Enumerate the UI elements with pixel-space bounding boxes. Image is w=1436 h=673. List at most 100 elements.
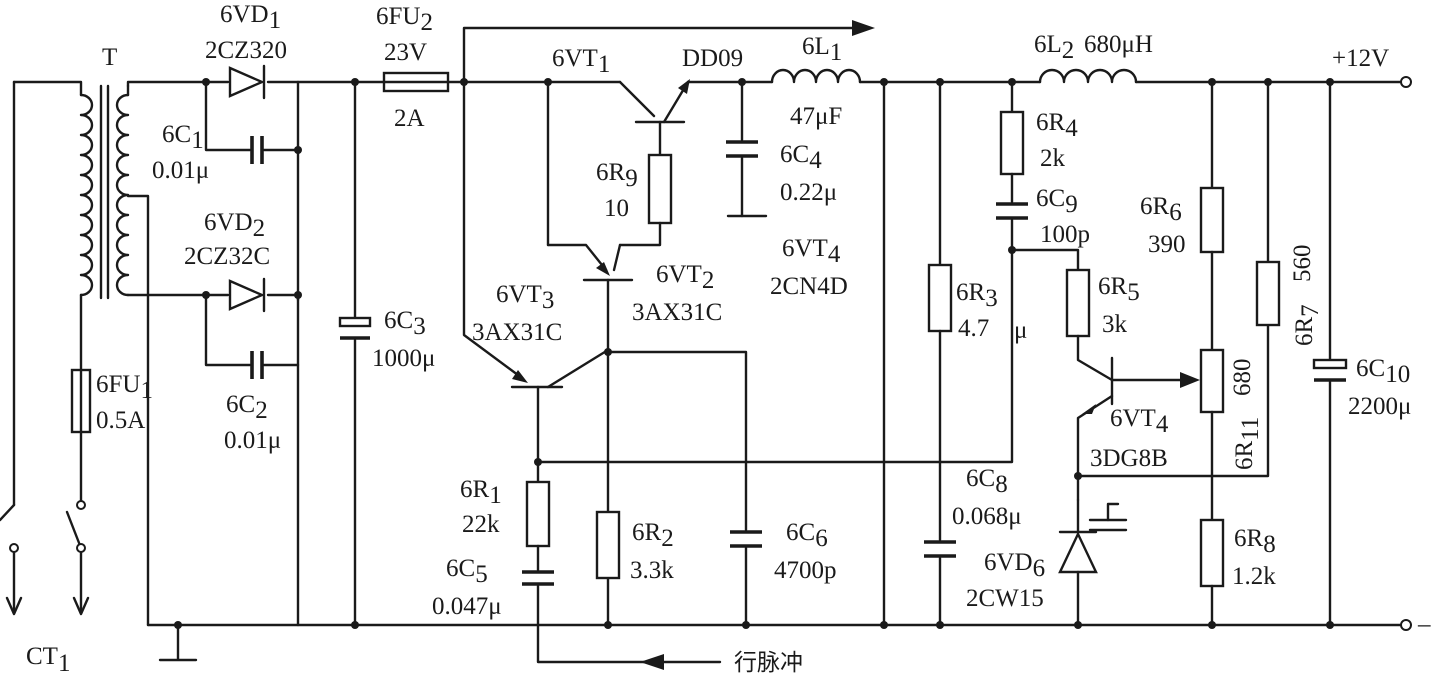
- fu2-voltage: 23V: [384, 39, 427, 66]
- inductor-6l1: 6L1 47μF: [770, 33, 1042, 130]
- r5-value: 3k: [1102, 311, 1128, 338]
- transistor-6vt3: 6VT3 3AX31C: [472, 281, 610, 464]
- resistor-6r7: 6R7 560: [1255, 80, 1324, 346]
- capacitor-6c2: 6C2 0.01μ: [204, 293, 300, 454]
- ground-stub: [158, 623, 198, 662]
- vd6-ref: 6VD6: [984, 549, 1045, 582]
- transistor-6vt1: 6VT1 DD09: [546, 45, 774, 247]
- c5-value: 0.047μ: [432, 593, 502, 620]
- diode-6vd2: 6VD2 2CZ32C: [146, 209, 300, 313]
- l2-ref: 6L2: [1034, 31, 1074, 64]
- arrow-top-feedback: [462, 20, 875, 84]
- fu2-rating: 2A: [394, 105, 425, 132]
- output-negative-label: –: [1417, 611, 1431, 638]
- c8-ref: 6C8: [966, 465, 1008, 498]
- vt3-ref: 6VT3: [496, 281, 554, 314]
- c4-value: 0.22μ: [780, 179, 837, 206]
- diode-6vd1: 6VD1 2CZ320: [205, 1, 287, 100]
- switch-left: [0, 80, 23, 616]
- r7-ref: 6R7: [1291, 304, 1324, 346]
- r2-ref: 6R2: [632, 519, 674, 552]
- c9-value: 100p: [1040, 221, 1090, 248]
- r1-value: 22k: [462, 511, 500, 538]
- r11-ref: 6R11: [1231, 417, 1264, 470]
- resistor-6r6: 6R6 390: [1140, 80, 1225, 352]
- c9-ref: 6C9: [1036, 185, 1078, 218]
- vt4a-part: 2CN4D: [770, 273, 848, 300]
- resistor-6r4: 6R4 2k: [999, 80, 1078, 204]
- c1-ref: 6C1: [162, 121, 204, 154]
- transistor-6vt4: 6VT4 3DG8B: [1076, 356, 1200, 502]
- r3-value: 4.7: [958, 315, 989, 342]
- c3-ref: 6C3: [384, 307, 426, 340]
- fu1-rating: 0.5A: [96, 407, 145, 434]
- r4-ref: 6R4: [1036, 109, 1078, 142]
- vt2-part: 3AX31C: [632, 299, 722, 326]
- r8-value: 1.2k: [1232, 563, 1276, 590]
- output-terminal-positive: [1400, 76, 1412, 88]
- capacitor-6c1: 6C1 0.01μ: [152, 80, 300, 302]
- vt3-emitter-feed: [462, 80, 524, 380]
- c8-value: 0.068μ: [952, 503, 1022, 530]
- capacitor-6c3: 6C3 1000μ: [338, 80, 435, 627]
- c10-value: 2200μ: [1348, 393, 1411, 420]
- c2-value: 0.01μ: [224, 427, 281, 454]
- r6-value: 390: [1148, 231, 1186, 258]
- vd2-ref: 6VD2: [204, 209, 265, 242]
- c6-value: 4700p: [774, 557, 837, 584]
- inductor-6l2: 6L2 680μH: [1034, 31, 1402, 84]
- fu2-ref: 6FU2: [376, 3, 433, 36]
- wire-vt2-c6: [606, 350, 748, 532]
- r3-unit: μ: [1014, 317, 1027, 344]
- vt4b-part: 3DG8B: [1090, 445, 1168, 472]
- c5-ref: 6C5: [446, 555, 488, 588]
- output-positive-label: +12V: [1332, 45, 1389, 72]
- transformer-t: T: [12, 44, 208, 372]
- zener-6vd6: 6VD6 2CW15: [966, 498, 1128, 627]
- capacitor-6c5: 6C5 0.047μ: [432, 555, 722, 670]
- vd6-part: 2CW15: [966, 585, 1044, 612]
- capacitor-6c9: 6C9 100p: [996, 185, 1090, 252]
- line-pulse-label: 行脉冲: [734, 650, 803, 673]
- junction-dots: [174, 78, 1334, 629]
- r7-value: 560: [1289, 245, 1316, 283]
- c1-value: 0.01μ: [152, 157, 209, 184]
- r5-ref: 6R5: [1098, 273, 1140, 306]
- capacitor-6c6: 6C6 4700p: [730, 519, 837, 627]
- r9-ref: 6R9: [596, 159, 638, 192]
- ct1-label: CT1: [26, 643, 70, 673]
- c3-value: 1000μ: [372, 345, 435, 372]
- c6-ref: 6C6: [786, 519, 828, 552]
- output-terminal-negative: [1400, 619, 1412, 631]
- capacitor-6c8: 6C8 0.068μ: [924, 465, 1022, 627]
- vt2-ref: 6VT2: [656, 261, 714, 294]
- vd2-part: 2CZ32C: [184, 243, 270, 270]
- vt1-ref: 6VT1: [552, 45, 610, 78]
- r2-value: 3.3k: [630, 557, 674, 584]
- vd1-part: 2CZ320: [205, 37, 287, 64]
- r9-value: 10: [604, 195, 629, 222]
- transformer-label: T: [102, 44, 117, 71]
- c2-ref: 6C2: [226, 391, 268, 424]
- c10-ref: 6C10: [1356, 355, 1410, 388]
- fuse-6fu1: 6FU1 0.5A: [70, 368, 153, 434]
- wire-mid-horizontal: [536, 248, 1014, 464]
- r4-value: 2k: [1040, 145, 1066, 172]
- resistor-6r5: 6R5 3k: [1010, 248, 1140, 382]
- resistor-6r1: 6R1 22k: [460, 460, 551, 572]
- vt3-emitter-arrow: [512, 370, 528, 383]
- wire-vt4-r7: [1076, 323, 1270, 478]
- resistor-6r9: 6R9 10: [596, 153, 673, 247]
- vt1-part: DD09: [682, 45, 743, 72]
- r8-ref: 6R8: [1234, 525, 1276, 558]
- l1-ref: 6L1: [802, 33, 842, 66]
- l1-value: 47μF: [790, 103, 842, 130]
- vt3-part: 3AX31C: [472, 319, 562, 346]
- resistor-6r3: 6R3 4.7 μ: [927, 80, 1027, 542]
- l2-value: 680μH: [1084, 31, 1153, 58]
- vt4b-ref: 6VT4: [1110, 405, 1169, 438]
- c4-ref: 6C4: [780, 141, 822, 174]
- r3-ref: 6R3: [956, 279, 998, 312]
- capacitor-6c4: 6C4 0.22μ: [726, 80, 837, 218]
